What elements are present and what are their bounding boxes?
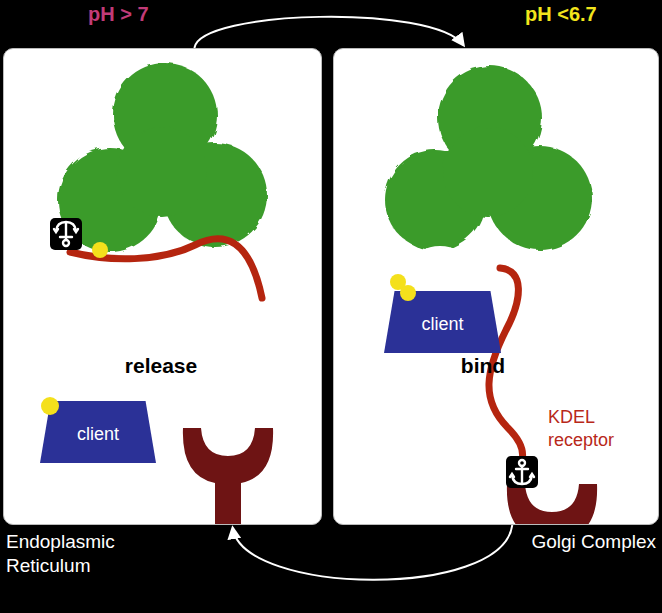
- yellow-dot: [92, 242, 108, 258]
- binding-pocket: [414, 246, 466, 278]
- compartment-name: Golgi Complex: [531, 531, 656, 552]
- cycle-arrow: [233, 525, 513, 580]
- label-holder: KDEL receptor: [548, 406, 648, 451]
- compartment-name: Endoplasmic Reticulum: [6, 531, 115, 576]
- state-label: release: [125, 354, 197, 377]
- client-protein: client: [384, 291, 501, 353]
- receptor-label: KDEL receptor: [548, 407, 614, 450]
- ph-label: pH > 7: [88, 3, 149, 25]
- label-holder: Endoplasmic Reticulum: [6, 530, 146, 578]
- label-holder: pH > 7: [88, 2, 208, 27]
- yellow-dot: [400, 285, 416, 301]
- text-holder: bind: [461, 354, 505, 378]
- client-label: client: [421, 314, 463, 334]
- anchor-symbol: [50, 218, 82, 250]
- anchor-symbol: [506, 456, 538, 488]
- ph-label: pH <6.7: [525, 3, 597, 25]
- state-label: bind: [461, 354, 505, 377]
- label-holder: pH <6.7: [525, 2, 645, 27]
- cycle-arrow: [194, 17, 463, 48]
- text-holder: client: [421, 314, 463, 335]
- label-holder: Golgi Complex: [530, 530, 656, 554]
- yellow-dot: [41, 397, 59, 415]
- client-label: client: [77, 424, 119, 444]
- text-holder: client: [77, 424, 119, 445]
- text-holder: release: [125, 354, 197, 378]
